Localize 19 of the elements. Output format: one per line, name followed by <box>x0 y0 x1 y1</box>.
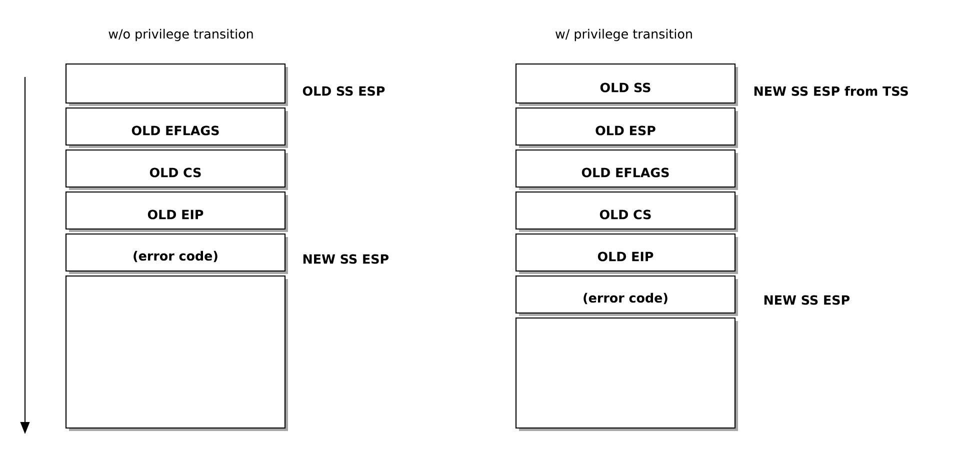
stack-slot-box: (error code) <box>65 233 288 274</box>
stack-slot-box: OLD EIP <box>65 191 288 232</box>
empty-stack-box <box>65 63 288 106</box>
pointer-label: NEW SS ESP <box>303 254 389 264</box>
empty-stack-box <box>65 275 288 431</box>
stack-slot-box: OLD EFLAGS <box>65 107 288 148</box>
empty-stack-box <box>515 317 738 431</box>
stack-slot-box: OLD EIP <box>515 233 738 274</box>
column-heading: w/ privilege transition <box>556 28 692 42</box>
stack-slot-box: OLD CS <box>65 149 288 190</box>
stack-slot-box: (error code) <box>515 275 738 316</box>
pointer-label: OLD SS ESP <box>302 86 385 96</box>
stack-slot-box: OLD ESP <box>515 107 738 148</box>
pointer-label: NEW SS ESP from TSS <box>754 86 908 96</box>
stack-slot-box: OLD SS <box>515 63 738 106</box>
stack-slot-box: OLD EFLAGS <box>515 149 738 190</box>
column-heading: w/o privilege transition <box>108 28 253 42</box>
stack-slot-box: OLD CS <box>515 191 738 232</box>
pointer-label: NEW SS ESP <box>764 295 850 305</box>
